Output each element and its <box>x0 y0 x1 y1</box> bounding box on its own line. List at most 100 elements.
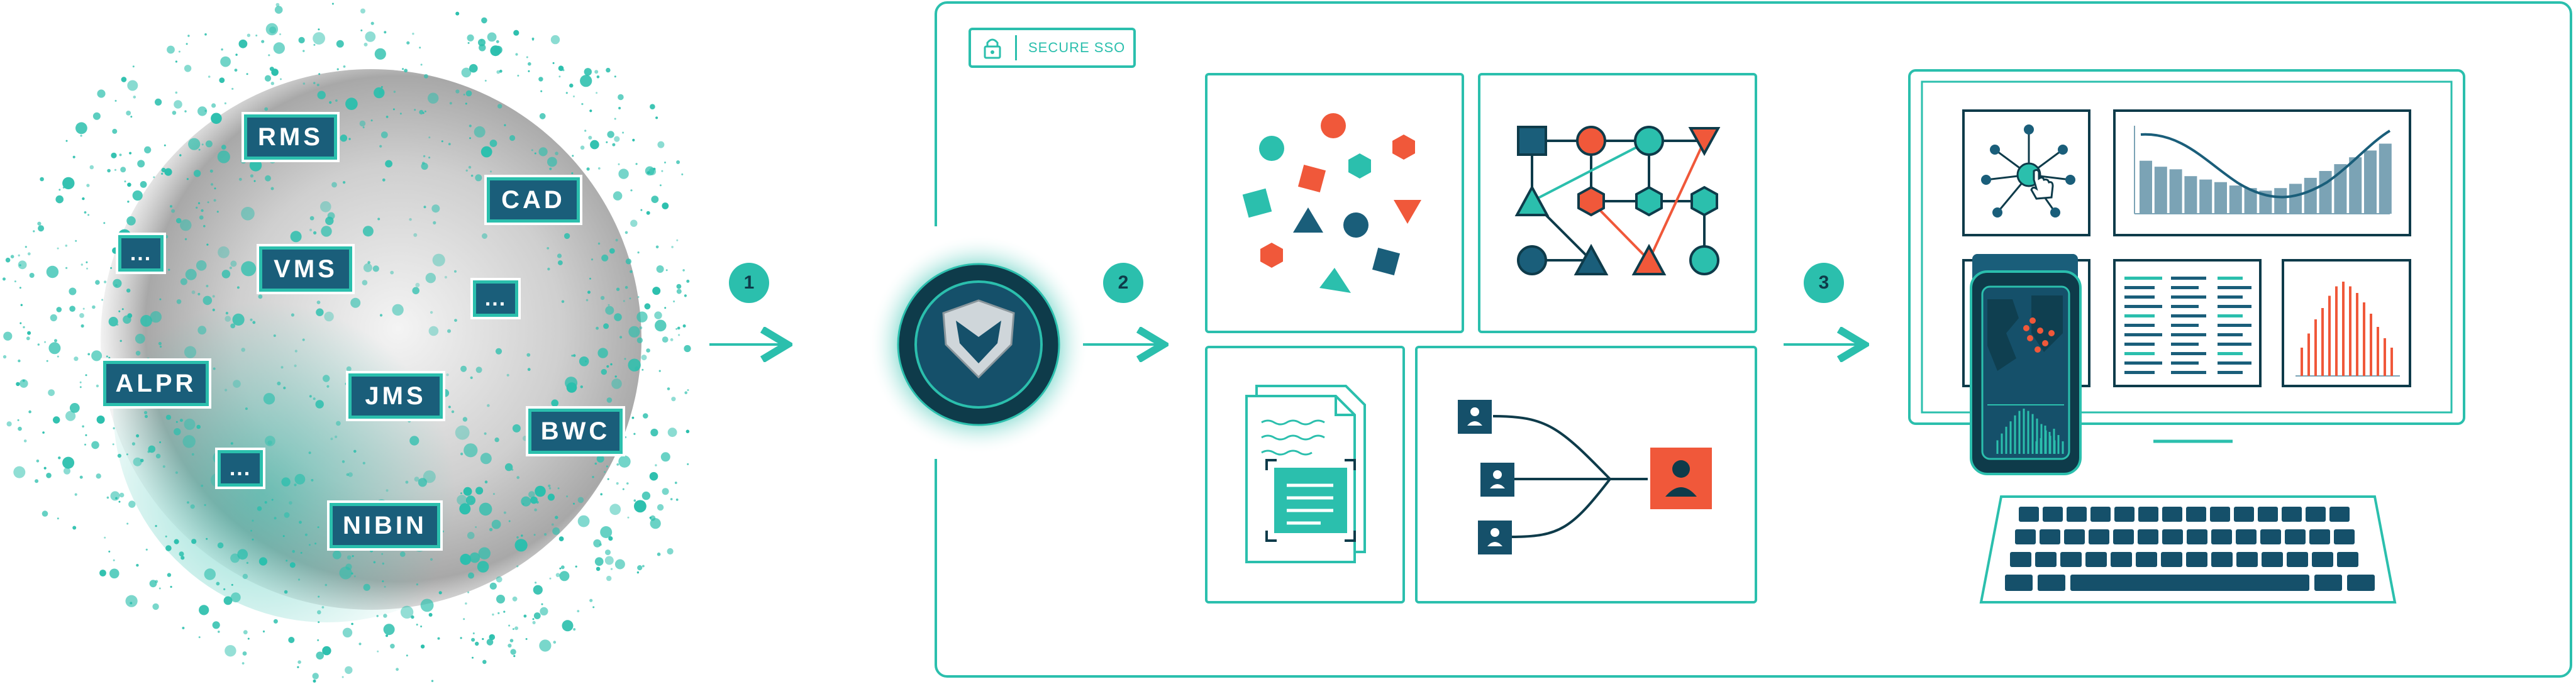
particle <box>201 484 204 487</box>
particle <box>425 273 436 284</box>
bar <box>2244 188 2257 214</box>
particle <box>280 78 282 80</box>
particle <box>609 504 621 515</box>
particle <box>374 87 385 99</box>
particle <box>204 504 206 507</box>
particle <box>430 311 433 314</box>
particle <box>608 536 613 541</box>
particle <box>642 565 645 568</box>
particle <box>216 211 219 213</box>
particle <box>108 550 111 553</box>
particle <box>526 353 531 357</box>
table-cell <box>2171 343 2199 346</box>
particle <box>497 612 500 615</box>
particle <box>633 499 636 502</box>
particle <box>261 40 265 43</box>
particle <box>468 572 474 579</box>
particle <box>165 535 167 537</box>
particle <box>331 182 337 188</box>
table-cell <box>2124 286 2155 289</box>
particle <box>618 168 629 179</box>
particle <box>555 515 558 519</box>
particle <box>3 331 13 341</box>
particle <box>463 94 465 96</box>
particle <box>237 549 248 560</box>
key <box>2329 507 2350 522</box>
particle <box>3 355 7 359</box>
step-badge-3: 3 <box>1804 263 1844 303</box>
particle <box>184 238 187 241</box>
particle <box>69 403 80 413</box>
particle <box>590 140 599 150</box>
particle <box>175 421 178 423</box>
key <box>2260 529 2281 544</box>
particle <box>670 498 673 500</box>
key <box>2114 507 2135 522</box>
particle <box>18 426 22 431</box>
particle <box>321 226 332 237</box>
table-cell <box>2218 295 2243 299</box>
particle <box>428 613 433 617</box>
particle <box>470 174 474 177</box>
particle <box>614 375 617 378</box>
bar <box>2199 179 2212 214</box>
particle <box>381 553 384 555</box>
particle <box>345 666 353 675</box>
source-tag-alpr: ALPR <box>101 358 211 409</box>
particle <box>676 289 682 294</box>
particle <box>614 136 620 142</box>
particle <box>510 649 516 655</box>
particle <box>516 476 519 479</box>
particle <box>503 511 506 514</box>
particle <box>648 168 657 175</box>
particle <box>140 315 152 327</box>
particle <box>533 534 536 536</box>
particle <box>535 582 537 584</box>
particle <box>461 67 472 78</box>
particle <box>594 557 604 566</box>
particle <box>125 595 138 607</box>
particle <box>687 463 689 465</box>
particle <box>346 473 349 477</box>
particle <box>48 389 55 396</box>
particle <box>460 365 467 372</box>
particle <box>358 642 362 646</box>
key <box>2186 507 2206 522</box>
particle <box>564 233 570 240</box>
particle <box>155 98 162 106</box>
particle <box>586 167 590 171</box>
particle <box>465 102 467 105</box>
particle <box>326 385 330 388</box>
particle <box>174 428 181 436</box>
particle <box>532 618 535 620</box>
particle <box>631 416 635 419</box>
particle <box>161 172 164 175</box>
particle <box>85 374 87 377</box>
particle <box>346 409 349 412</box>
particle <box>350 297 361 308</box>
particle <box>607 478 609 480</box>
particle <box>480 146 492 158</box>
particle <box>480 453 492 465</box>
particle <box>475 526 477 528</box>
particle <box>406 654 408 657</box>
particle <box>382 562 384 565</box>
particle <box>475 367 482 373</box>
particle <box>606 141 608 143</box>
particle <box>494 437 499 443</box>
particle <box>299 521 302 524</box>
particle <box>273 42 285 54</box>
particle <box>630 270 633 273</box>
particle <box>206 243 209 246</box>
particle <box>558 75 561 78</box>
particle <box>419 109 424 115</box>
particle <box>528 70 530 72</box>
particle <box>108 317 118 327</box>
particle <box>136 564 139 567</box>
particle <box>441 389 450 397</box>
particle <box>477 561 489 573</box>
particle <box>62 456 75 469</box>
particle <box>346 366 352 372</box>
particle <box>571 355 574 357</box>
particle <box>509 639 514 642</box>
